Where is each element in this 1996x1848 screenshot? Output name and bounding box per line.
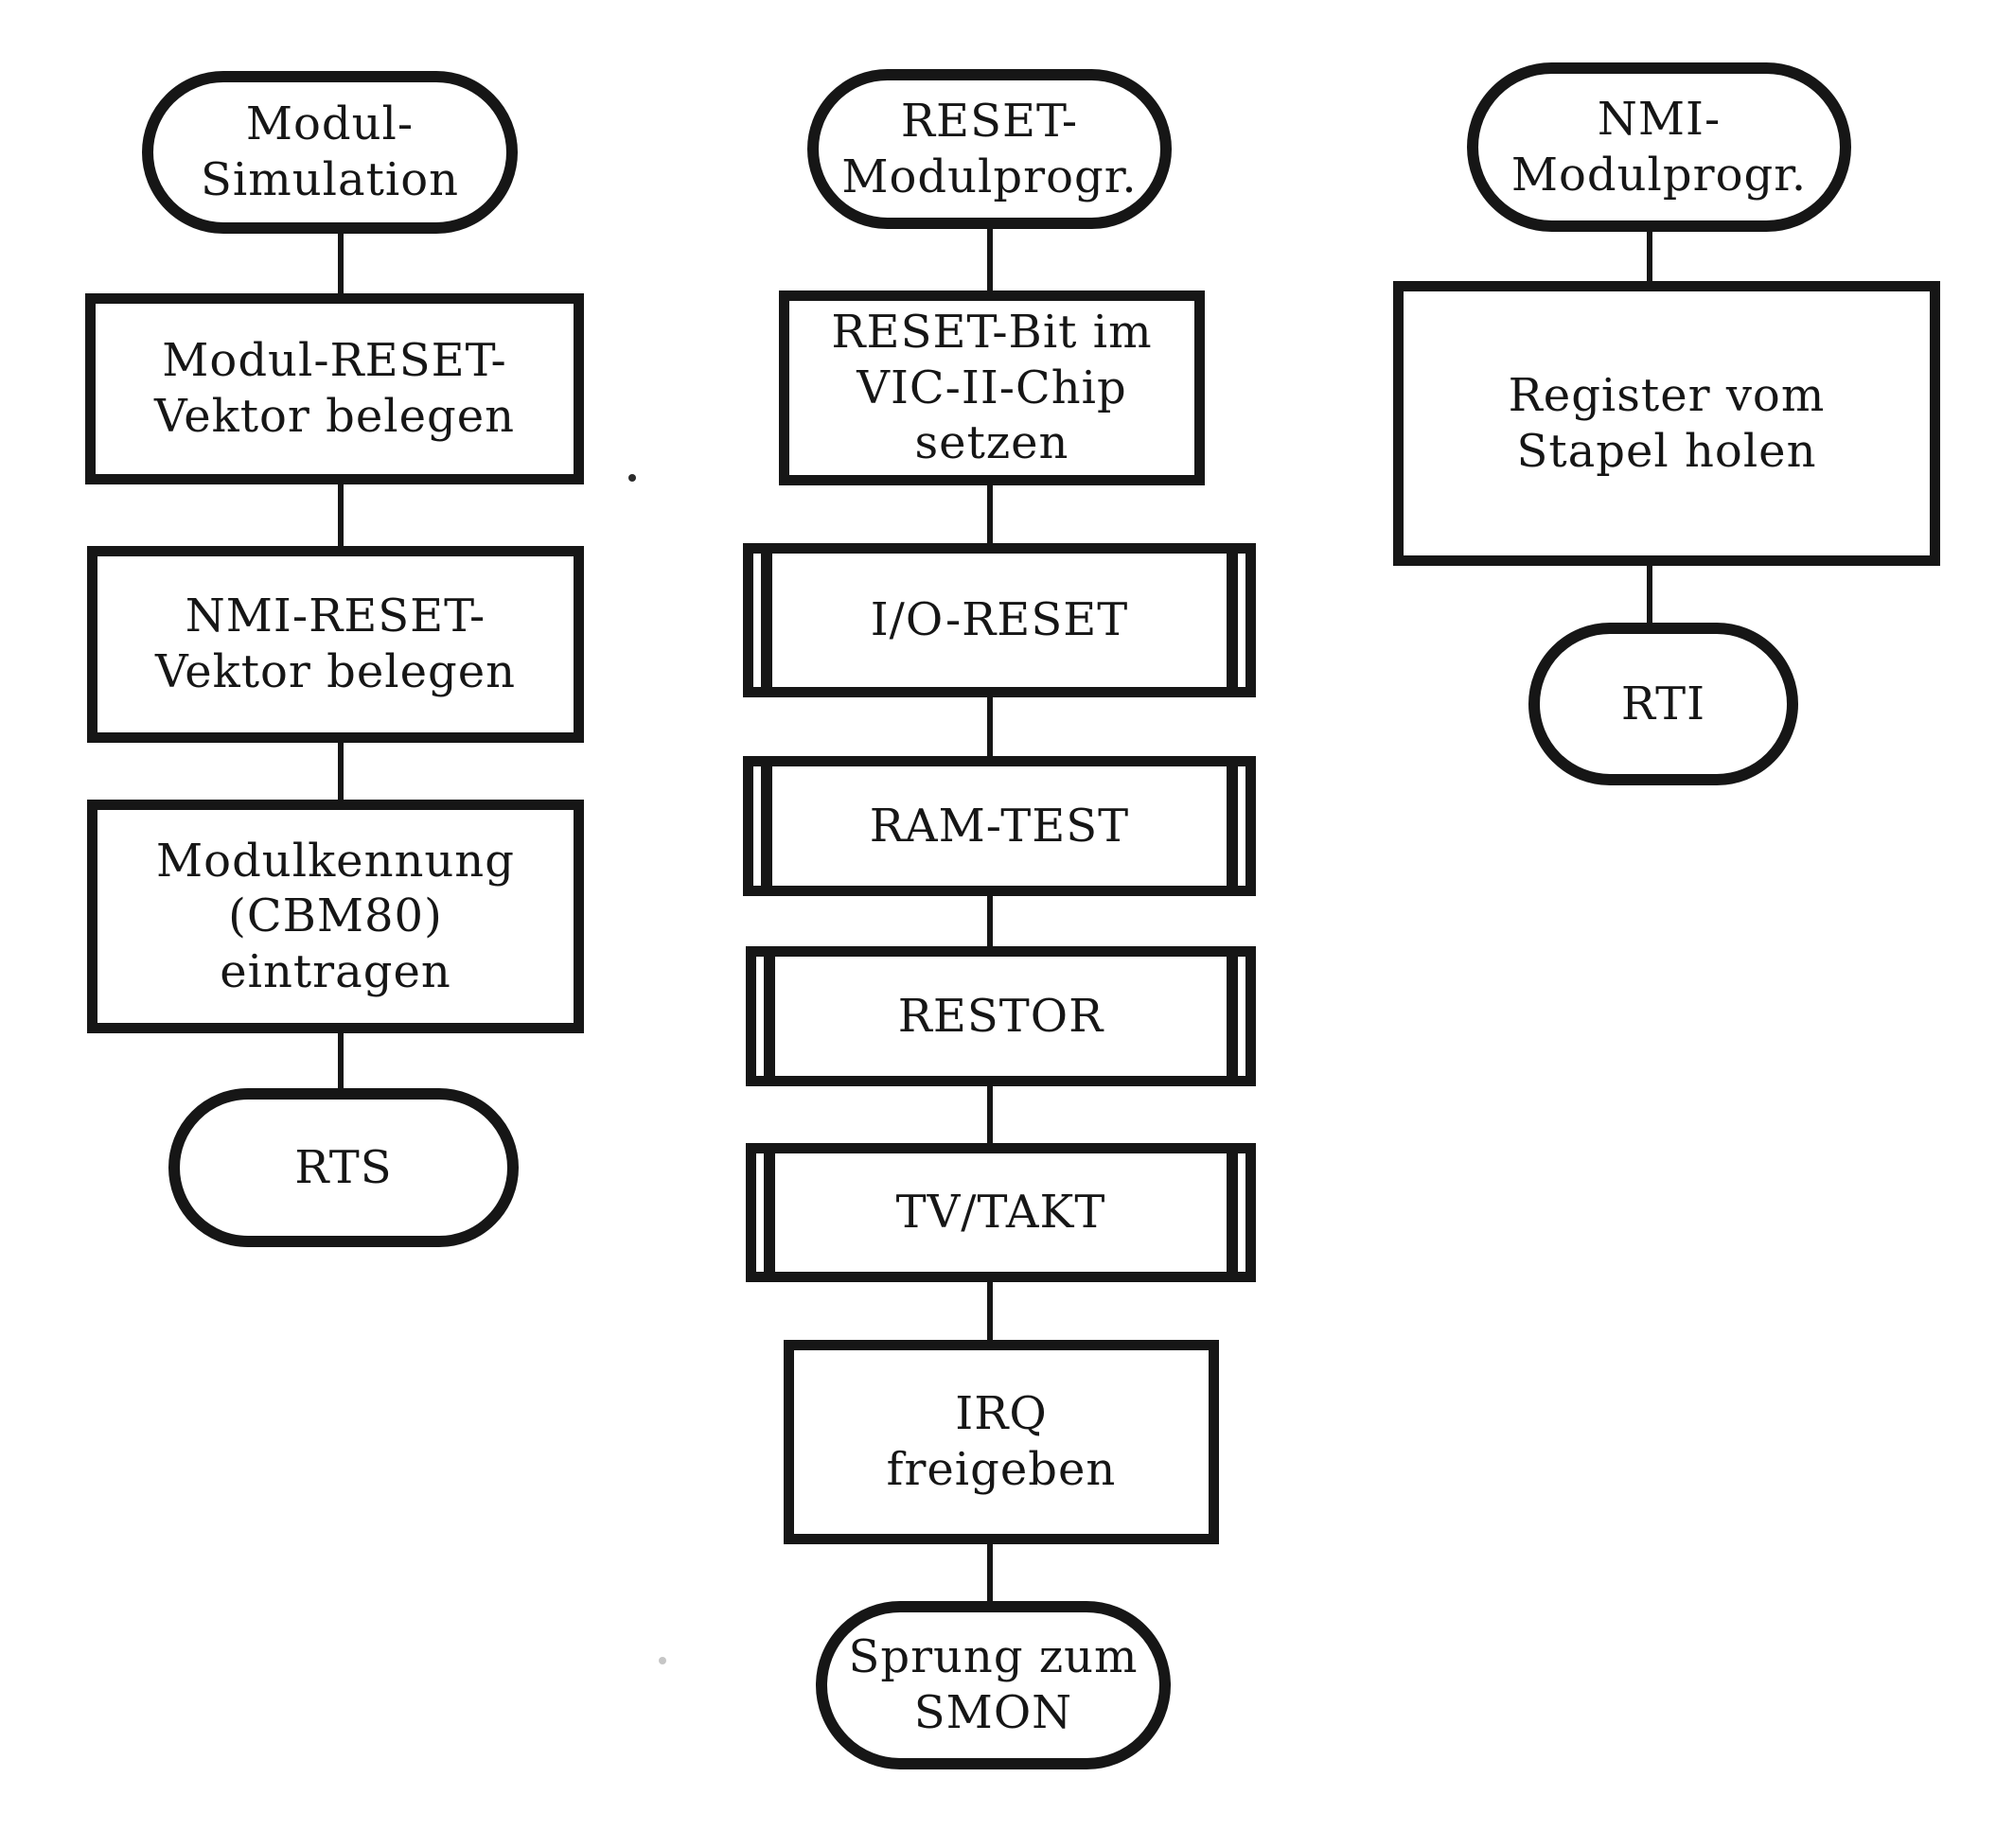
node-label: Register vom Stapel holen [1508,368,1826,478]
node-label: RAM-TEST [869,799,1130,853]
node-label: Modul-RESET- Vektor belegen [153,334,516,443]
terminal-rts: RTS [168,1088,519,1247]
connector-line [987,1282,993,1340]
terminal-rti: RTI [1528,623,1798,785]
node-label: RESET-Bit im VIC-II-Chip setzen [831,306,1153,470]
node-label: RESTOR [897,989,1104,1043]
scan-speck [628,474,636,482]
node-label: NMI- Modulprogr. [1510,92,1808,202]
terminal-nmi-modulprogr: NMI- Modulprogr. [1467,62,1851,232]
process-modul-reset-vektor: Modul-RESET- Vektor belegen [85,293,584,484]
connector-line [987,485,993,543]
node-label: NMI-RESET- Vektor belegen [154,590,517,698]
node-label: Modul- Simulation [200,97,460,206]
connector-line [987,896,993,946]
predefined-restor: RESTOR [746,946,1256,1086]
scan-speck [659,1657,666,1664]
node-label: RTI [1620,677,1706,730]
process-nmi-reset-vektor: NMI-RESET- Vektor belegen [87,546,584,743]
process-register-stapel: Register vom Stapel holen [1393,281,1940,566]
connector-line [987,1086,993,1143]
node-label: RESET- Modulprogr. [841,94,1138,203]
connector-line [338,1033,344,1088]
node-label: RTS [294,1140,393,1194]
terminal-modul-simulation: Modul- Simulation [142,71,518,234]
node-label: I/O-RESET [870,593,1129,647]
predefined-ram-test: RAM-TEST [743,756,1256,896]
connector-line [987,229,993,290]
node-label: Sprung zum SMON [848,1630,1139,1739]
connector-line [1647,232,1652,281]
process-reset-bit-vic: RESET-Bit im VIC-II-Chip setzen [779,290,1205,485]
predefined-tv-takt: TV/TAKT [746,1143,1256,1282]
connector-line [987,697,993,756]
connector-line [338,484,344,546]
node-label: Modulkennung (CBM80) eintragen [156,834,515,998]
terminal-reset-modulprogr: RESET- Modulprogr. [807,69,1172,229]
node-label: IRQ freigeben [886,1387,1117,1496]
connector-line [338,743,344,800]
connector-line [338,234,344,293]
node-label: TV/TAKT [895,1186,1106,1240]
process-modulkennung: Modulkennung (CBM80) eintragen [87,800,584,1033]
connector-line [1647,566,1652,623]
terminal-sprung-smon: Sprung zum SMON [816,1601,1171,1769]
predefined-io-reset: I/O-RESET [743,543,1256,697]
connector-line [987,1544,993,1601]
process-irq-freigeben: IRQ freigeben [784,1340,1219,1544]
